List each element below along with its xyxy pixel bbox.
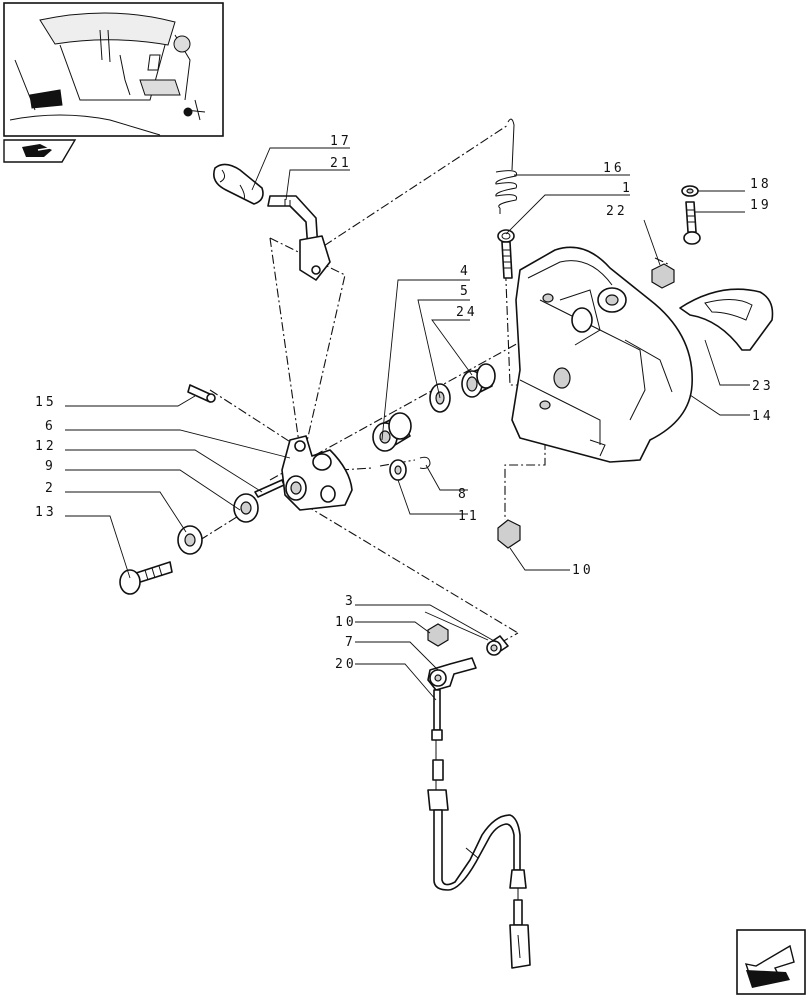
label-10-lower: 10 (335, 615, 357, 630)
next-page-arrow-icon[interactable] (736, 929, 806, 995)
label-4: 4 (460, 264, 471, 279)
label-21: 21 (330, 156, 352, 171)
washer-9[interactable] (233, 493, 259, 523)
label-17: 17 (330, 134, 352, 149)
nut-10-upper[interactable] (497, 519, 521, 549)
lever-handle[interactable] (213, 163, 264, 205)
bushing-24[interactable] (461, 363, 496, 398)
book-icon[interactable] (3, 139, 77, 163)
washer-11[interactable] (389, 459, 407, 481)
label-23: 23 (752, 379, 774, 394)
ball-joint-7[interactable] (427, 657, 477, 691)
shift-lever[interactable] (267, 195, 331, 281)
bolt-19[interactable] (683, 201, 701, 245)
label-8: 8 (458, 487, 469, 502)
spring[interactable] (495, 118, 518, 214)
label-1: 1 (622, 181, 633, 196)
sleeve-4[interactable] (372, 412, 412, 452)
label-18: 18 (750, 177, 772, 192)
label-15: 15 (35, 395, 57, 410)
leader-lines (65, 147, 750, 701)
support-bracket[interactable] (511, 246, 693, 463)
lever-hub[interactable] (281, 435, 353, 511)
control-cable[interactable] (427, 689, 531, 969)
label-7: 7 (345, 635, 356, 650)
assembly-lines (199, 124, 671, 644)
label-5: 5 (460, 284, 471, 299)
callout-labels: 17 21 16 1 18 19 22 4 5 24 15 6 12 9 2 1… (35, 134, 774, 672)
ball-joint-3[interactable] (486, 635, 509, 656)
nut-22[interactable] (651, 263, 675, 289)
label-9: 9 (45, 459, 56, 474)
label-6: 6 (45, 419, 56, 434)
washer-2[interactable] (177, 525, 203, 555)
clip-8[interactable] (419, 456, 431, 469)
label-2: 2 (45, 481, 56, 496)
label-10-upper: 10 (572, 563, 594, 578)
label-19: 19 (750, 198, 772, 213)
label-24: 24 (456, 305, 478, 320)
label-11: 11 (458, 509, 480, 524)
label-3: 3 (345, 594, 356, 609)
pin-12[interactable] (254, 479, 285, 498)
label-22: 22 (606, 204, 628, 219)
washer-18[interactable] (681, 185, 699, 197)
pin-15[interactable] (187, 384, 216, 403)
thumbnail-inset[interactable] (3, 2, 224, 137)
bolt-13[interactable] (119, 561, 173, 595)
eye-bolt[interactable] (497, 229, 515, 279)
guide-plate[interactable] (679, 288, 774, 351)
label-13: 13 (35, 505, 57, 520)
label-12: 12 (35, 439, 57, 454)
label-20: 20 (335, 657, 357, 672)
label-14: 14 (752, 409, 774, 424)
label-16: 16 (603, 161, 625, 176)
nut-10-lower[interactable] (427, 623, 449, 647)
